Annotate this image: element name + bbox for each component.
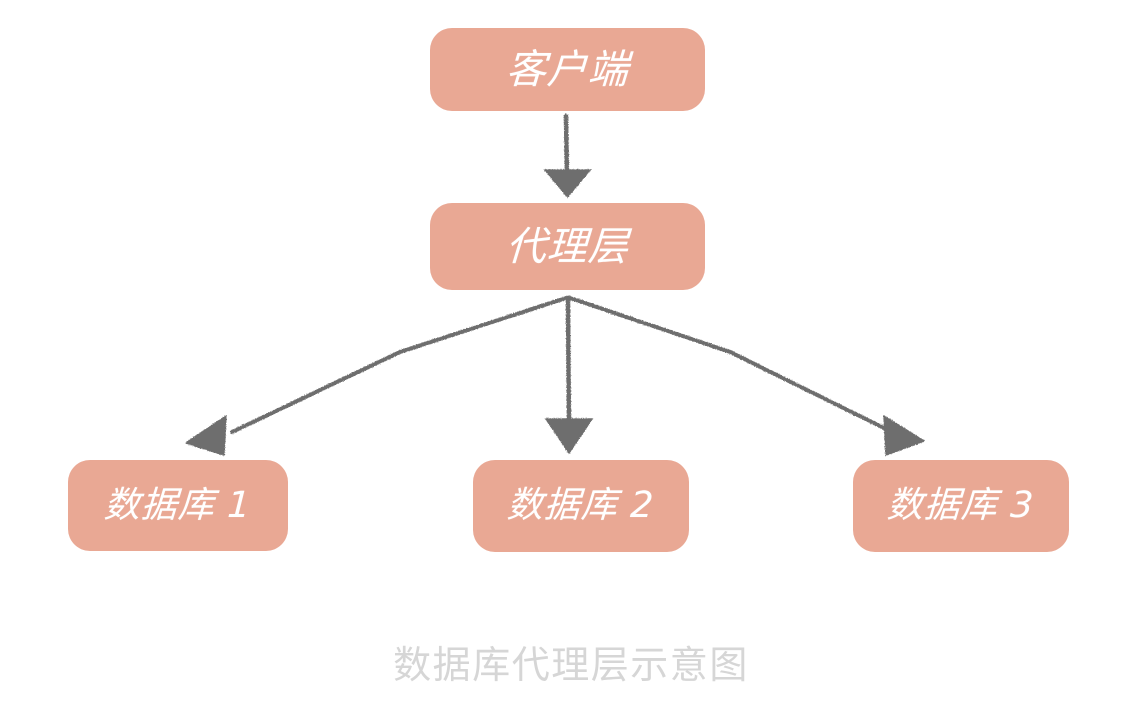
edge-client-proxy (543, 113, 592, 199)
node-database-1[interactable]: 数据库 1 (68, 460, 288, 551)
node-proxy-layer-label: 代理层 (504, 223, 631, 270)
node-database-1-label: 数据库 1 (103, 484, 253, 526)
node-database-2-label: 数据库 2 (506, 485, 656, 526)
node-database-2[interactable]: 数据库 2 (473, 460, 689, 552)
node-client[interactable]: 客户端 (430, 28, 705, 111)
node-database-3[interactable]: 数据库 3 (853, 460, 1069, 552)
edge-proxy-db2 (544, 295, 594, 455)
edge-proxy-db3 (568, 296, 925, 456)
node-client-label: 客户端 (504, 46, 631, 93)
node-proxy-layer[interactable]: 代理层 (430, 203, 705, 290)
node-database-3-label: 数据库 3 (886, 485, 1036, 526)
diagram-caption: 数据库代理层示意图 (393, 643, 749, 687)
edge-proxy-db1 (185, 296, 568, 456)
